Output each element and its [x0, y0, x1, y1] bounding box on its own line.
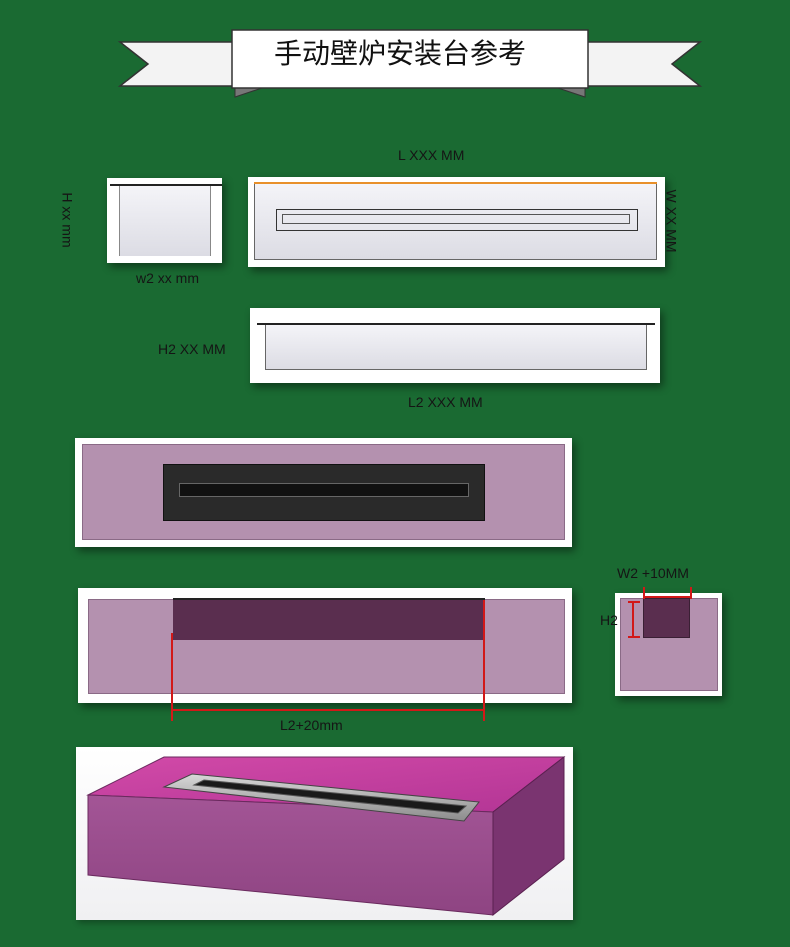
top-view-slot-outer — [276, 209, 638, 231]
front-view-top-edge — [257, 323, 655, 325]
side-view-top-edge — [110, 184, 222, 186]
title-ribbon — [117, 29, 703, 98]
cutout-front-panel — [78, 588, 572, 703]
width-dim-right-tick — [690, 587, 692, 599]
height-dim-bottom-tick — [628, 636, 640, 638]
top-view-accent-edge — [254, 182, 657, 184]
width-dim-left-tick — [643, 587, 645, 599]
cutout-height-label: H2 — [600, 612, 618, 628]
front-height-label: H2 XX MM — [158, 341, 226, 357]
top-width-label: W XX MM — [663, 189, 680, 253]
front-length-label: L2 XXX MM — [408, 394, 483, 410]
cutout-length-label: L2+20mm — [280, 717, 343, 733]
cutout-side-recess — [643, 598, 690, 638]
box-end-face — [492, 755, 565, 917]
front-view-panel — [250, 308, 660, 383]
burner-slot — [179, 483, 469, 497]
height-dim-top-tick — [628, 601, 640, 603]
cutout-dim-right-tick — [483, 600, 485, 721]
cutout-width-label: W2 +10MM — [617, 565, 689, 581]
front-view-body — [265, 324, 647, 370]
width-dim-line — [643, 596, 692, 598]
page-title: 手动壁炉安装台参考 — [273, 37, 526, 70]
height-dim-line — [632, 602, 634, 637]
burner-top-panel — [75, 438, 572, 547]
top-view-panel — [248, 177, 665, 267]
box-burner-slot — [192, 779, 468, 814]
top-view-slot-inner — [282, 214, 630, 224]
fireplace-box-3d — [86, 755, 566, 917]
side-height-label: H xx mm — [59, 192, 76, 248]
cutout-dim-left-tick — [171, 633, 173, 721]
side-view-body — [119, 186, 211, 256]
cutout-recess — [173, 598, 485, 640]
cutout-dim-line — [171, 709, 485, 711]
side-width-label: w2 xx mm — [136, 270, 199, 286]
side-view-panel — [107, 178, 222, 263]
top-length-label: L XXX MM — [398, 147, 465, 163]
